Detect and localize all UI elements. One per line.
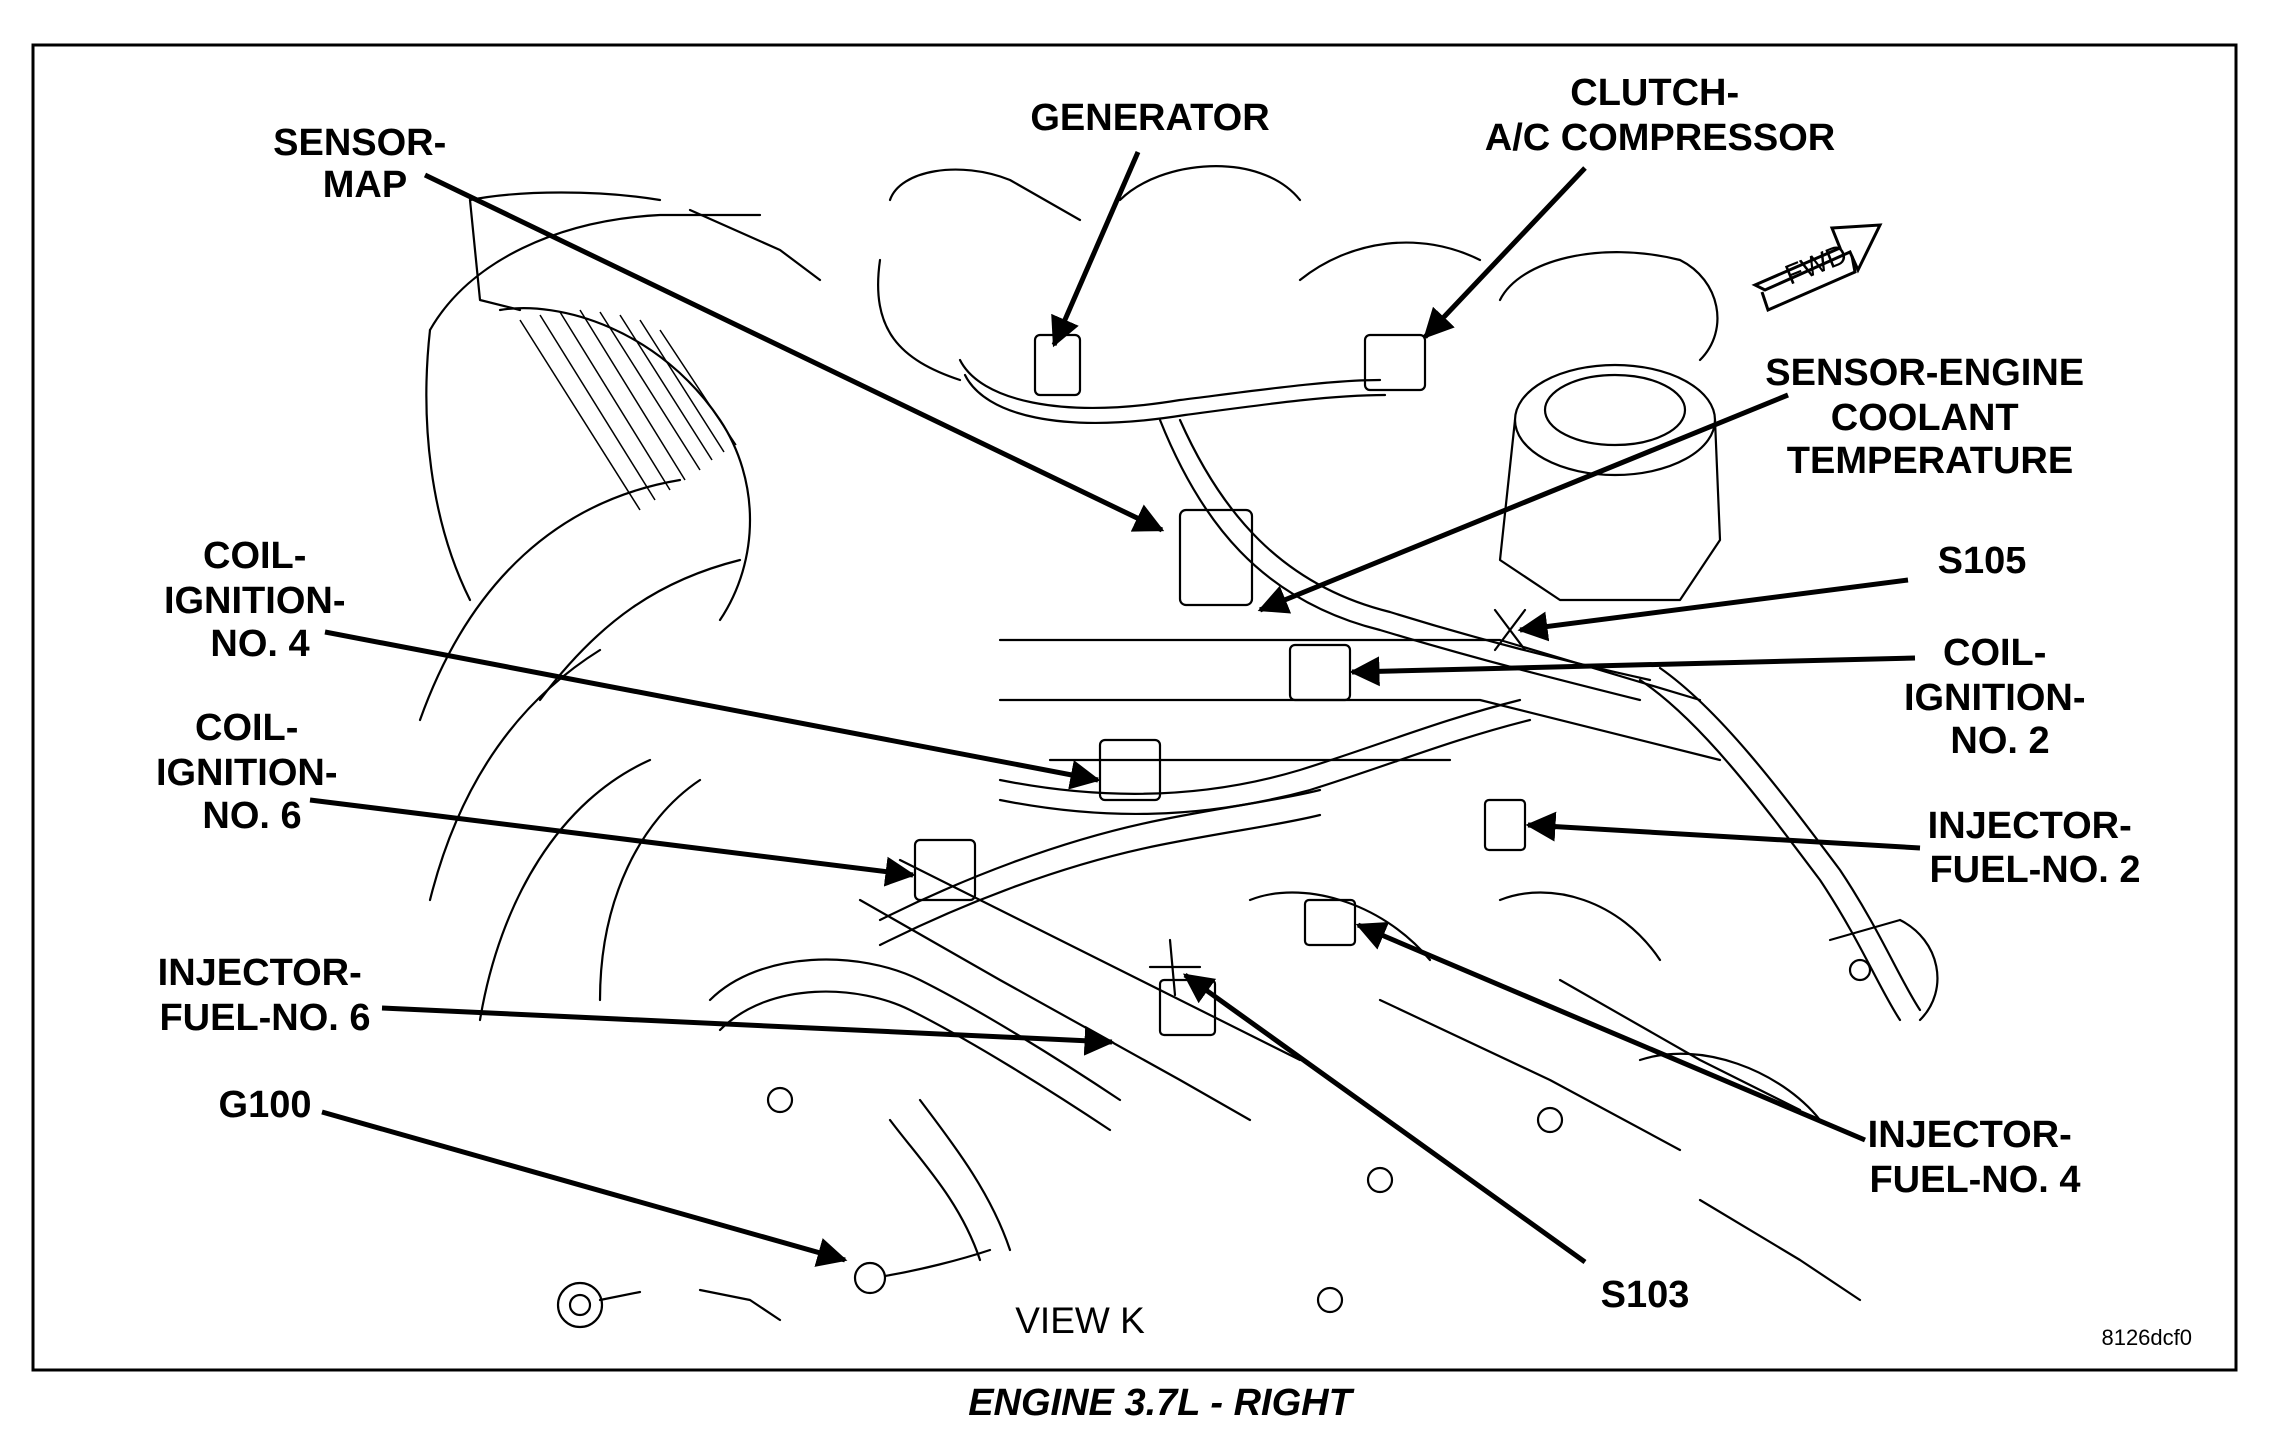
label-sensor-engine-coolant-temperature: SENSOR-ENGINE COOLANT TEMPERATURE xyxy=(1765,352,2094,482)
diagram-frame xyxy=(31,43,2238,1372)
leader-coil-4 xyxy=(324,629,1101,790)
label-injector-fuel-no4: INJECTOR- FUEL-NO. 4 xyxy=(1868,1114,2083,1201)
leader-coil-2 xyxy=(1349,655,1916,687)
leader-s103 xyxy=(1182,972,1587,1265)
leader-injector-2 xyxy=(1525,811,1921,851)
leader-injector-6 xyxy=(381,1005,1115,1056)
label-sensor-map: SENSOR- MAP xyxy=(273,122,457,206)
leader-sensor-ect xyxy=(1257,392,1789,614)
label-s105: S105 xyxy=(1938,540,2027,582)
label-generator: GENERATOR xyxy=(1030,97,1269,139)
fwd-label: FWD xyxy=(1781,238,1852,291)
leader-s105 xyxy=(1517,577,1909,642)
label-injector-fuel-no6: INJECTOR- FUEL-NO. 6 xyxy=(158,952,373,1039)
leader-coil-6 xyxy=(309,797,916,887)
label-coil-ignition-no2: COIL- IGNITION- NO. 2 xyxy=(1904,632,2096,762)
label-s103: S103 xyxy=(1601,1274,1690,1316)
label-coil-ignition-no4: COIL- IGNITION- NO. 4 xyxy=(164,535,356,665)
leader-lines xyxy=(309,151,1921,1267)
diagram-caption: ENGINE 3.7L - RIGHT xyxy=(968,1382,1354,1424)
label-clutch-ac-compressor: CLUTCH- A/C COMPRESSOR xyxy=(1485,72,1835,159)
engine-illustration xyxy=(418,165,1939,1329)
label-injector-fuel-no2: INJECTOR- FUEL-NO. 2 xyxy=(1928,805,2143,891)
fwd-arrow-icon: FWD xyxy=(1751,223,1883,313)
leader-g100 xyxy=(321,1109,848,1267)
label-g100: G100 xyxy=(219,1084,312,1126)
leader-sensor-map xyxy=(423,172,1165,533)
leader-generator xyxy=(1051,151,1141,348)
callout-labels: SENSOR- MAP GENERATOR CLUTCH- A/C COMPRE… xyxy=(156,72,2143,1316)
figure-id: 8126dcf0 xyxy=(2101,1325,2192,1350)
label-coil-ignition-no6: COIL- IGNITION- NO. 6 xyxy=(156,707,348,837)
view-label: VIEW K xyxy=(1015,1300,1145,1341)
leader-clutch-ac xyxy=(1423,166,1587,339)
leader-injector-4 xyxy=(1355,921,1866,1143)
